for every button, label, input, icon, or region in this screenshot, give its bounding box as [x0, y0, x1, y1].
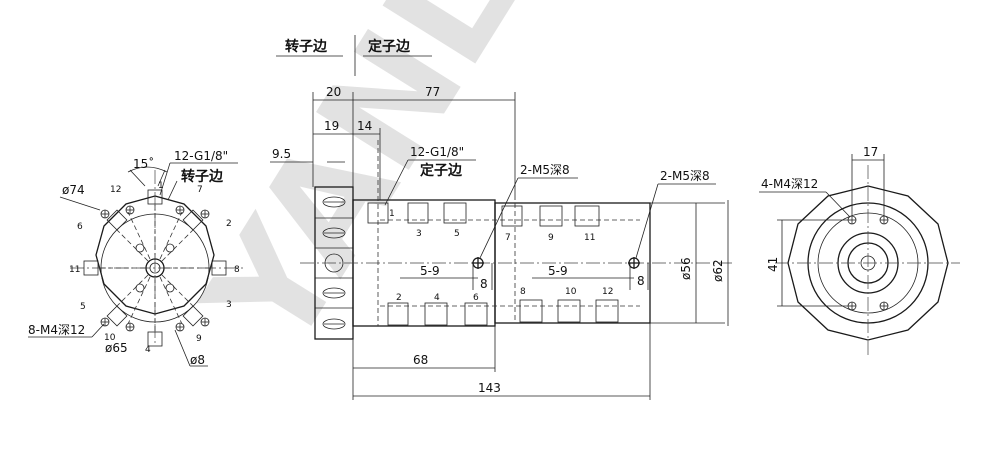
svg-text:11: 11	[69, 265, 80, 275]
front-port-thread-label: 12-G1/8"	[410, 145, 464, 159]
dim-rotor-length: 20	[326, 85, 341, 99]
watermark-text: YANLI	[172, 0, 579, 381]
svg-text:7: 7	[505, 233, 511, 243]
right-end-view: 17 4-M4深12 41	[759, 145, 960, 355]
svg-text:7: 7	[197, 185, 203, 195]
left-end-view: 15˚ 12-G1/8" 转子边 ø74 ø65 ø8 8-M4深12 1 2 …	[28, 149, 245, 367]
dim-range-b: 5-9	[548, 264, 568, 278]
svg-text:11: 11	[584, 233, 595, 243]
dim-offset-9-5: 9.5	[272, 147, 291, 161]
svg-text:4: 4	[145, 345, 151, 355]
front-mount-b-label: 2-M5深8	[660, 169, 710, 183]
front-stator-side-label: 定子边	[420, 162, 463, 179]
left-bore	[145, 258, 165, 278]
dim-hole-b: 8	[637, 274, 645, 288]
svg-text:1: 1	[389, 209, 395, 219]
svg-text:6: 6	[77, 222, 83, 232]
left-bolt-circle: ø65	[105, 341, 128, 355]
left-port-numbers: 1 2 3 4 5 6 7 8 9 10 11 12	[69, 181, 240, 355]
svg-text:12: 12	[110, 185, 121, 195]
svg-text:9: 9	[196, 334, 202, 344]
dim-body-length: 77	[425, 85, 440, 99]
left-mount-holes	[100, 205, 210, 332]
right-dodecagon	[787, 185, 949, 341]
svg-text:10: 10	[104, 333, 116, 343]
svg-text:12: 12	[602, 287, 613, 297]
svg-text:2: 2	[226, 219, 232, 229]
left-bore-diameter: ø8	[190, 353, 205, 367]
svg-text:1: 1	[158, 181, 164, 191]
svg-text:9: 9	[548, 233, 554, 243]
svg-text:5: 5	[454, 229, 460, 239]
right-width-dim: 17	[863, 145, 878, 159]
svg-text:8: 8	[234, 265, 240, 275]
right-mount-holes-label: 4-M4深12	[761, 177, 818, 191]
svg-text:6: 6	[473, 293, 479, 303]
svg-text:4: 4	[434, 293, 440, 303]
stator-side-header: 定子边	[368, 38, 411, 55]
left-port-thread-label: 12-G1/8"	[174, 149, 228, 163]
dim-hole-a: 8	[480, 277, 488, 291]
dim-dia-62: ø62	[711, 259, 725, 282]
svg-text:8: 8	[520, 287, 526, 297]
svg-text:3: 3	[226, 300, 232, 310]
dim-flange-width: 19	[324, 119, 339, 133]
dim-range-a: 5-9	[420, 264, 440, 278]
svg-text:3: 3	[416, 229, 422, 239]
front-view: 20 77 19 14 9.5 12-G1/8" 定子边 2-M5深8 2-M5…	[270, 85, 735, 400]
front-port-numbers: 1 3 5 7 9 11 2 4 6 8 10 12	[389, 209, 613, 303]
svg-text:5: 5	[80, 302, 86, 312]
dim-dia-56: ø56	[679, 257, 693, 280]
dim-offset-14: 14	[357, 119, 372, 133]
left-rotor-side-label: 转子边	[181, 168, 224, 185]
rotor-side-header: 转子边	[285, 38, 328, 55]
left-outer-diameter: ø74	[62, 183, 85, 197]
dim-len-68: 68	[413, 353, 428, 367]
dim-total-length: 143	[478, 381, 501, 395]
front-mount-a-label: 2-M5深8	[520, 163, 570, 177]
side-headers: 转子边 定子边	[276, 35, 432, 76]
right-height-dim: 41	[766, 257, 780, 272]
left-angle-label: 15˚	[133, 156, 154, 171]
svg-text:10: 10	[565, 287, 577, 297]
left-mount-holes-label: 8-M4深12	[28, 323, 85, 337]
svg-text:2: 2	[396, 293, 402, 303]
